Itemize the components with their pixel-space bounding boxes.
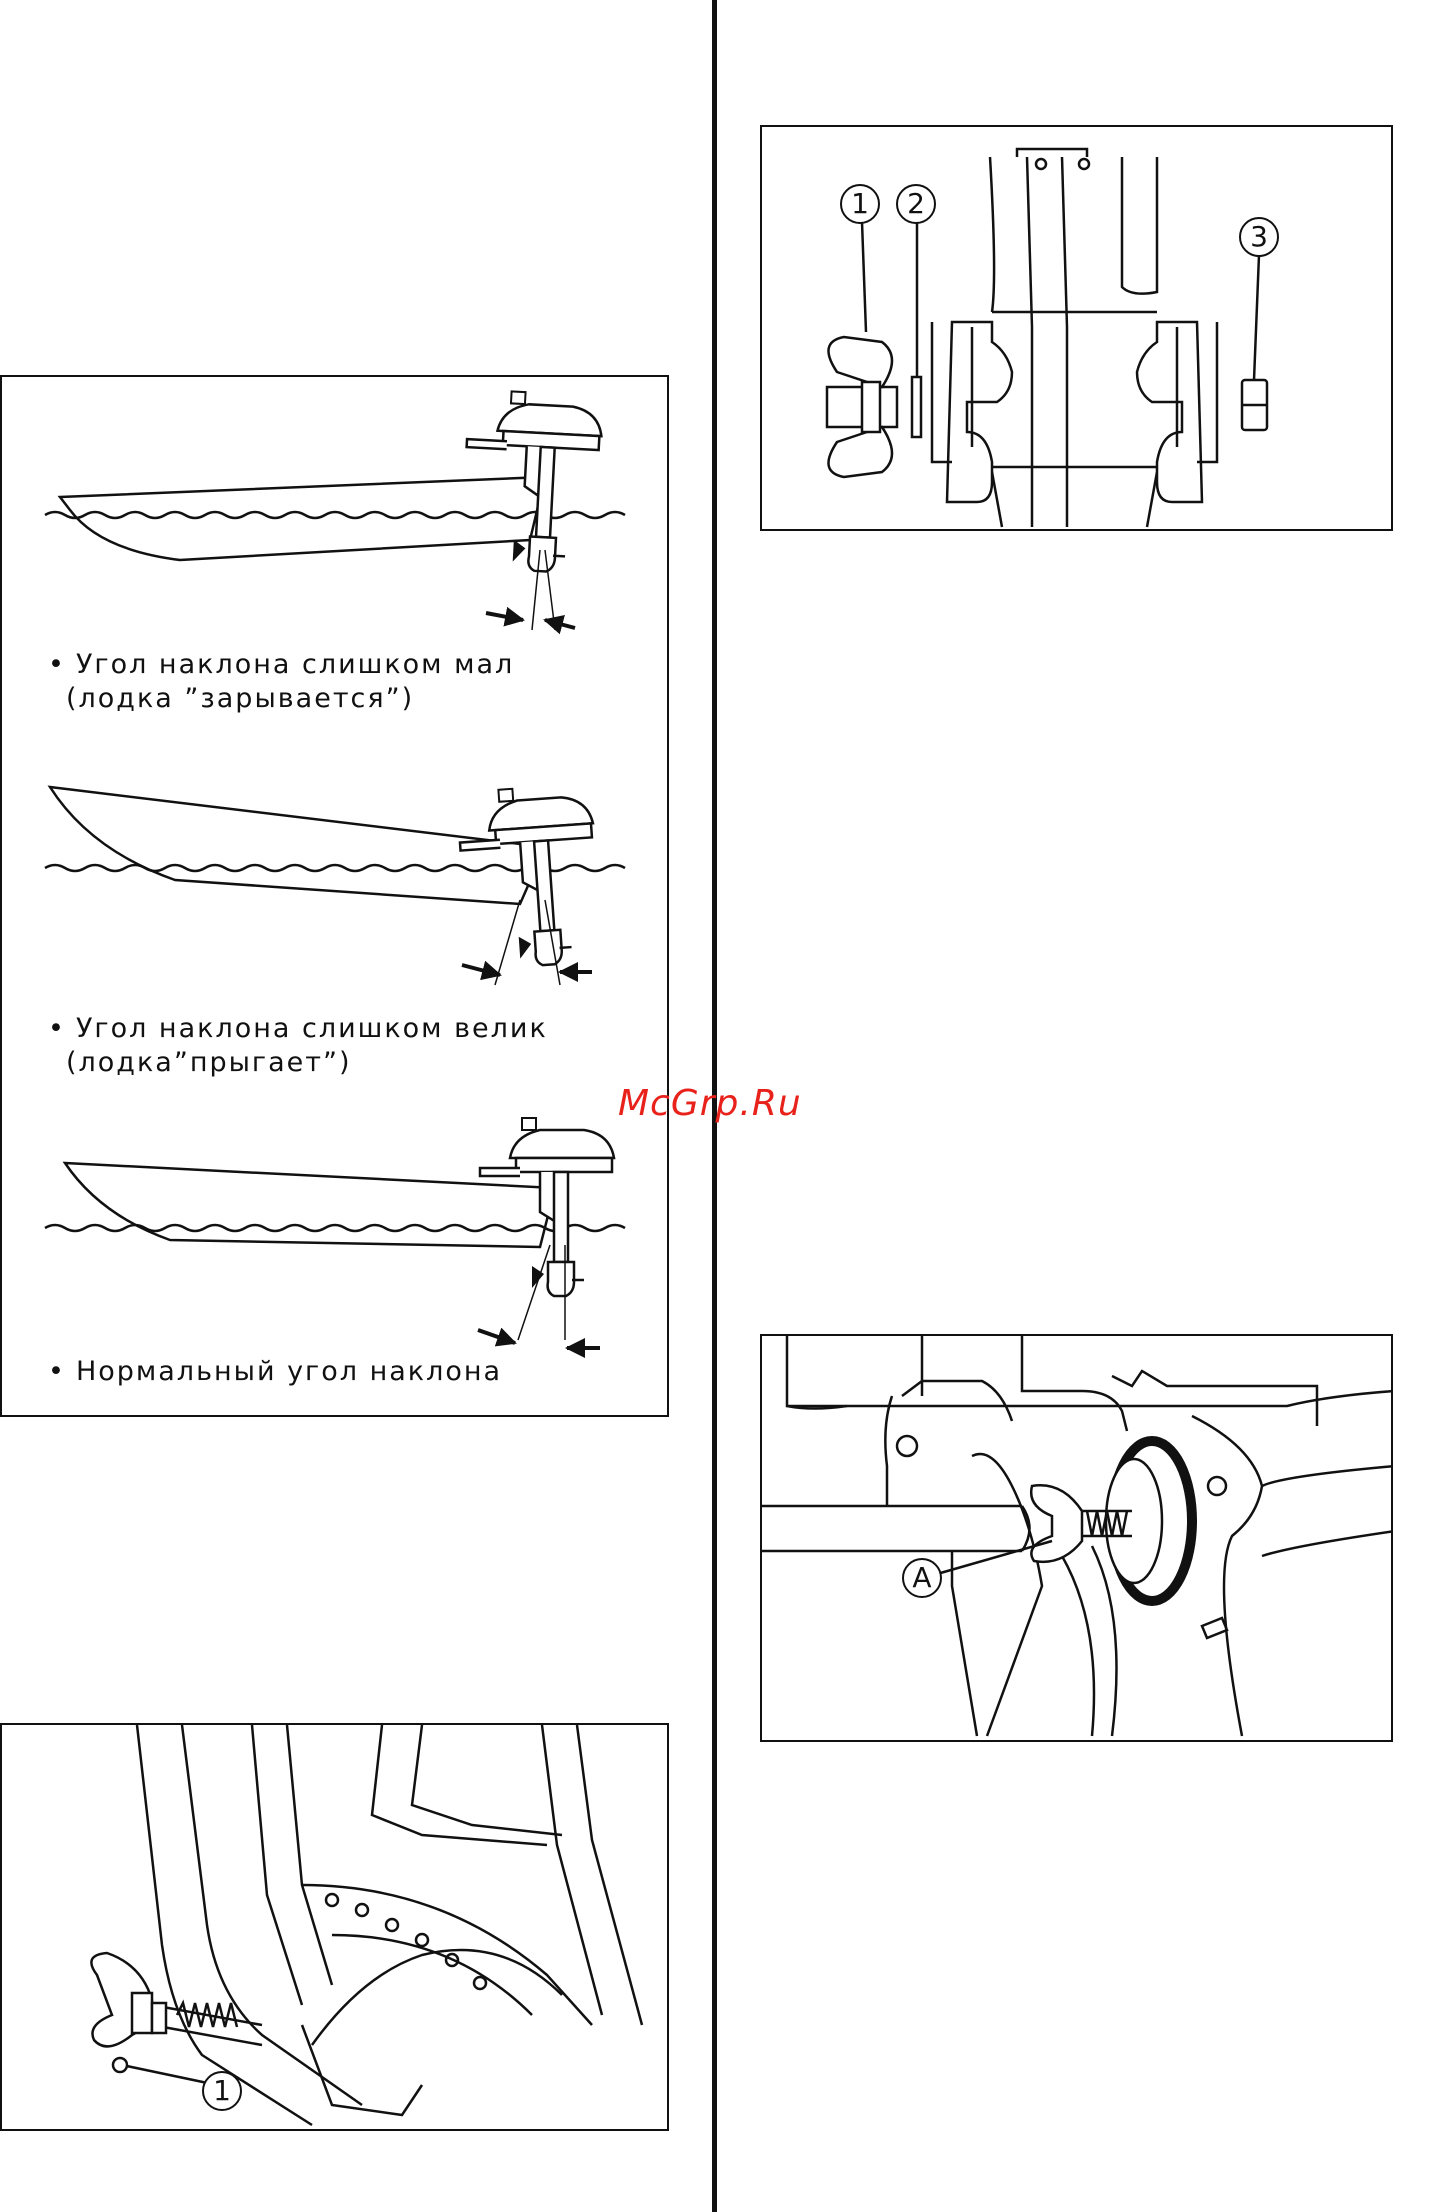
callout-a: A <box>902 1558 942 1598</box>
boat-normal <box>45 1118 625 1348</box>
caption-trim-too-low-line1: Угол наклона слишком мал <box>76 649 514 680</box>
clamp-bracket-figure: 1 2 3 <box>760 125 1393 531</box>
callout-2-washer: 2 <box>896 184 936 224</box>
callout-3-nut: 3 <box>1239 217 1279 257</box>
callout-1-wing-bolt: 1 <box>840 184 880 224</box>
caption-trim-normal: •Нормальный угол наклона <box>48 1355 502 1389</box>
boat-bow-down <box>45 389 625 630</box>
caption-trim-normal-line1: Нормальный угол наклона <box>76 1356 502 1387</box>
caption-trim-too-high: •Угол наклона слишком велик (лодка”прыга… <box>48 1012 548 1080</box>
watermark: McGrp.Ru <box>618 1083 802 1124</box>
caption-trim-too-low-line2: (лодка ”зарывается”) <box>48 682 514 716</box>
caption-trim-too-high-line1: Угол наклона слишком велик <box>76 1013 548 1044</box>
caption-trim-too-low: •Угол наклона слишком мал (лодка ”зарыва… <box>48 648 514 716</box>
tilt-adjust-drawing <box>762 1336 1393 1742</box>
boat-bow-up <box>45 783 625 985</box>
callout-1-wing-nut: 1 <box>202 2071 242 2111</box>
tilt-pin-figure: 1 <box>0 1723 669 2131</box>
tilt-pin-drawing <box>2 1725 669 2131</box>
caption-trim-too-high-line2: (лодка”прыгает”) <box>48 1046 548 1080</box>
tilt-adjust-figure: A <box>760 1334 1393 1742</box>
